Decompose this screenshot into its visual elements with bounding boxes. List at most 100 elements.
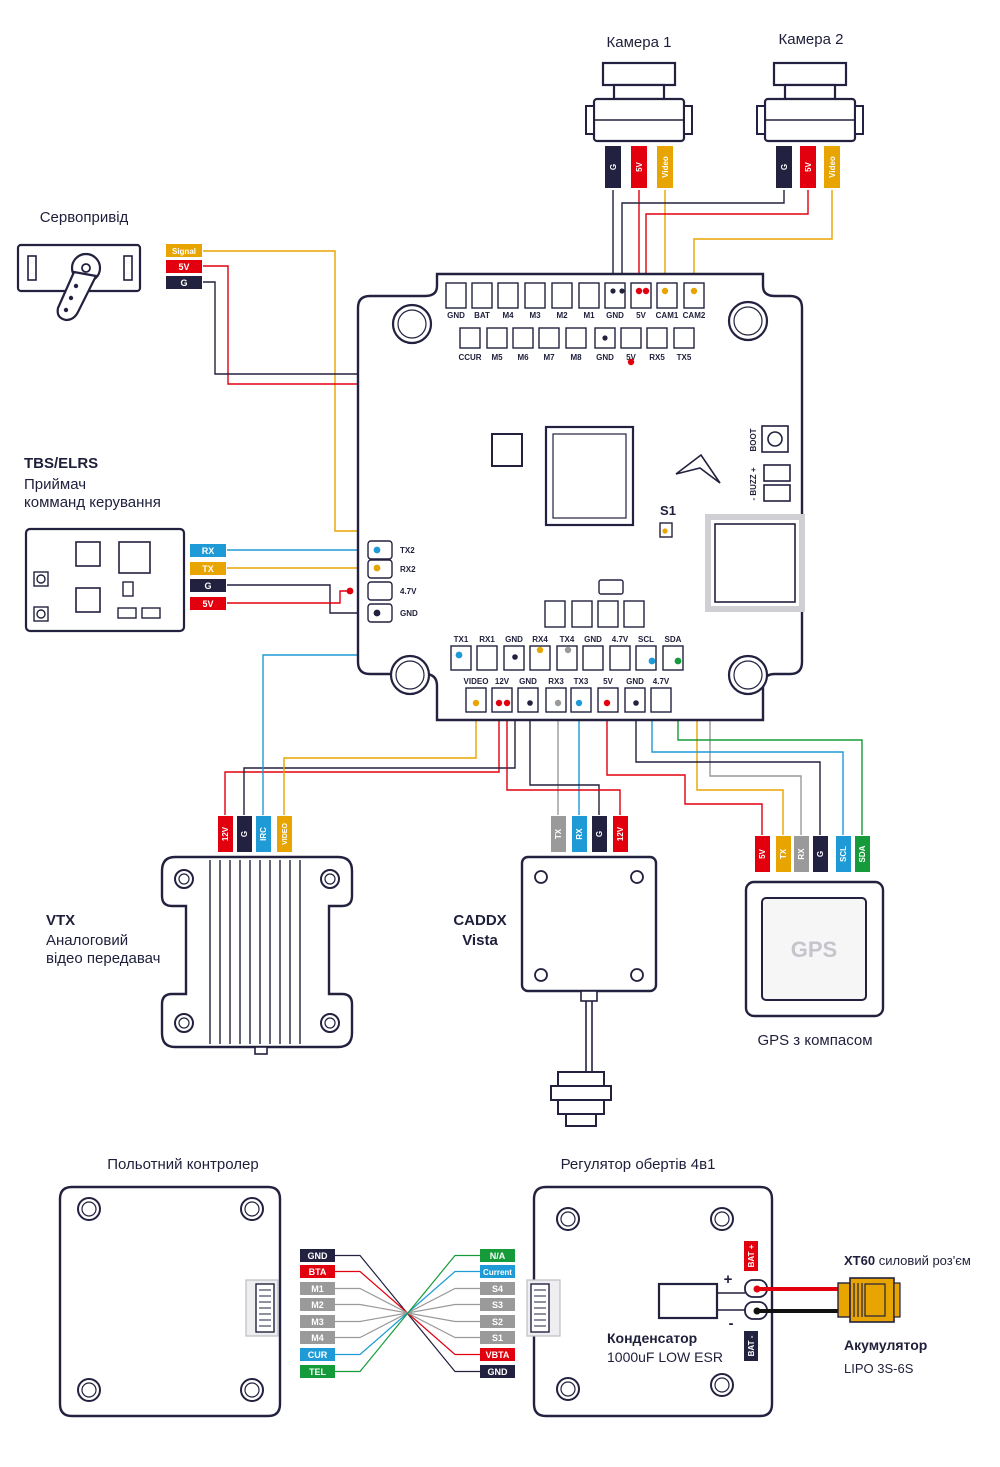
esc-conn-pin-label-s2: S2: [492, 1317, 503, 1327]
fc-top-pad-label-m4: M4: [502, 311, 514, 320]
xt60-rest: силовий роз'єм: [875, 1253, 971, 1268]
fc-bottom-pad-label-gnd: GND: [505, 635, 523, 644]
fc-second-pad-label-gnd: GND: [596, 353, 614, 362]
fc-second-pad-1: [486, 327, 508, 349]
fc-lower-pad-3: [545, 687, 567, 713]
esc-conn-pin-tag-5: [480, 1331, 515, 1344]
fc-second-pad-label-m7: M7: [543, 353, 555, 362]
vista-tag-rx: RX: [575, 828, 584, 840]
gps-tags: 5V TX RX G SCL SDA: [755, 836, 870, 872]
fc-top-pad-4: [551, 282, 573, 309]
fc-lower-pad-label-rx3: RX3: [548, 677, 564, 686]
fc-conn-pin-tag-4: [300, 1315, 335, 1328]
fc-top-pad-2: [497, 282, 519, 309]
arrow-direction-icon: [675, 453, 721, 484]
fc-lower-pad-label-12v: 12V: [495, 677, 510, 686]
fc-bottom-pad-label-sda: SDA: [665, 635, 682, 644]
fc-bottom-pad-5: [582, 645, 604, 671]
fc-second-pad-0: [459, 327, 481, 349]
fc-side-pad-label-tx2: TX2: [400, 546, 415, 555]
fc-caption: Польотний контролер: [107, 1156, 258, 1173]
fc-conn-pin-tag-0: [300, 1249, 335, 1262]
receiver-title: TBS/ELRS: [24, 455, 98, 472]
servo-tag-5v: 5V: [178, 262, 189, 272]
vtx-tags: 12V G IRC VIDEO: [218, 816, 292, 852]
esc-tag-bat-minus: BAT -: [747, 1335, 756, 1356]
vista-tag-g: G: [595, 831, 604, 837]
fc-upper-pad-1: [571, 600, 593, 628]
gps: GPS GPS з компасом: [744, 880, 885, 1049]
capacitor-plus: +: [724, 1271, 733, 1288]
esc-conn-pin-label-vbta: VBTA: [486, 1350, 510, 1360]
xt60-battery: XT60 силовий роз'єм Акумулятор LIPO 3S-6…: [757, 1253, 971, 1376]
fc-second-pad-2: [512, 327, 534, 349]
wire-vista-g: [529, 703, 600, 815]
fc-second-pad-label-m6: M6: [517, 353, 529, 362]
fc-top-pad-6: [604, 282, 626, 309]
esc-conn-pin-tag-7: [480, 1365, 515, 1378]
fc-conn-pin-tag-5: [300, 1331, 335, 1344]
fc-bottom-pad-0: [450, 645, 472, 671]
fc-bottom-pad-label-gnd: GND: [584, 635, 602, 644]
esc-conn-pin-tag-3: [480, 1298, 515, 1311]
buzzer-label: - BUZZ +: [749, 467, 758, 500]
camera-1-tag-g: G: [609, 164, 618, 170]
servo-label: Сервопривід: [40, 209, 129, 226]
fc-top-pad-label-gnd: GND: [447, 311, 465, 320]
fc-top-pad-5: [578, 282, 600, 309]
wire-gps-5v: [606, 703, 763, 835]
esc-conn-pin-tag-4: [480, 1315, 515, 1328]
fc-conn-pin-label-gnd: GND: [308, 1251, 329, 1261]
fc-lower-pad-6: [624, 687, 646, 713]
wire-gps-g: [635, 703, 821, 835]
wire-cam2-5v: [645, 190, 809, 291]
fc-conn-pin-label-m1: M1: [311, 1284, 324, 1294]
esc-conn-pin-label-s3: S3: [492, 1300, 503, 1310]
fc-conn-pin-label-m2: M2: [311, 1300, 324, 1310]
solder-dots: [346, 287, 698, 707]
fc-bottom-pad-3: [529, 645, 551, 671]
fc-second-pad-label-m5: M5: [491, 353, 503, 362]
camera-2-tags: G 5V Video: [776, 146, 840, 188]
fc-second-pad-3: [538, 327, 560, 349]
fc-top-pad-1: [471, 282, 493, 309]
fc-top-pad-8: [656, 282, 678, 309]
cross-wire-7: [335, 1254, 480, 1373]
fc-conn-pin-tag-7: [300, 1365, 335, 1378]
receiver-tag-5v: 5V: [202, 599, 213, 609]
fc-side-pad-label-gnd: GND: [400, 609, 418, 618]
fc-lower-pad-7: [650, 687, 672, 713]
receiver-tags: RX TX G 5V: [190, 544, 226, 610]
esc-tag-bat-plus: BAT +: [747, 1244, 756, 1267]
vtx-tag-g: G: [240, 831, 249, 837]
fc-upper-pads: [544, 600, 645, 628]
vista-line-2: Vista: [462, 932, 498, 949]
gps-tag-g: G: [816, 851, 825, 857]
servo-tags: Signal 5V G: [166, 244, 202, 289]
fc-conn-pin-tag-1: [300, 1265, 335, 1278]
fc-side-pad-label-rx2: RX2: [400, 565, 416, 574]
fc-lower-pad-label-5v: 5V: [603, 677, 613, 686]
connector-crossing-wires: [335, 1254, 480, 1373]
fc-upper-pad-3: [623, 600, 645, 628]
servo-tag-g: G: [180, 278, 187, 288]
vista-tags: TX RX G 12V: [551, 816, 628, 852]
receiver-tag-rx: RX: [202, 546, 215, 556]
fc-bottom-pad-1: [476, 645, 498, 671]
fc-top-pad-label-bat: BAT: [474, 311, 490, 320]
camera-1-tag-video: Video: [661, 156, 670, 178]
fc-bottom-pad-4: [556, 645, 578, 671]
capacitor-spec: 1000uF LOW ESR: [607, 1349, 723, 1365]
fc-upper-pad-0: [544, 600, 566, 628]
flight-controller-board: BOOT - BUZZ + S1: [356, 272, 805, 722]
fc-top-pad-label-m1: M1: [583, 311, 595, 320]
fc-conn-pin-label-tel: TEL: [309, 1367, 327, 1377]
esc-conn-pin-label-current: Current: [483, 1268, 512, 1277]
camera-2-label: Камера 2: [779, 31, 844, 48]
wire-vista-12v: [506, 703, 621, 815]
wire-rx-g: [227, 584, 377, 614]
